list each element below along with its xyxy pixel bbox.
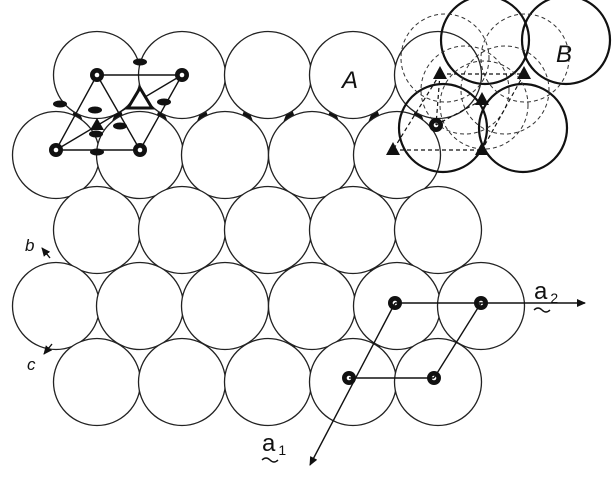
axis-b-label: b [25,236,34,255]
layer-b-cell-line [435,73,441,126]
layer-b-cell-line [435,99,483,126]
threefold-axis-triangle [517,66,531,79]
axis-c-label: c [27,355,36,374]
sphere-atom [52,337,142,427]
sphere-atom [393,185,483,275]
sphere-atom [223,185,313,275]
threefold-axis-triangle [90,118,104,130]
vector-a1-arrow [309,302,396,466]
threefold-axis-triangle [386,142,400,155]
sphere-atom [267,261,357,351]
sphere-atom [180,110,270,200]
sixfold-axis-center [94,72,100,78]
sphere-atom [223,30,313,120]
sphere-atom [52,185,142,275]
threefold-axis-triangle [433,66,447,79]
layer-b-sphere [439,0,531,86]
vector-a2-tilde [533,307,551,313]
sphere-atom [180,261,270,351]
lattice-vectors [41,247,586,466]
vector-a1-tilde [261,457,279,463]
symmetry-line [139,74,183,151]
layer-b-cell-line [481,73,525,151]
layer-c-dashed-sphere [439,60,529,150]
layer-c-dashed-sphere [480,13,570,103]
sixfold-axis-center [137,147,143,153]
twofold-axis-ellipse [133,58,147,66]
sphere-atom [223,337,313,427]
layer-b-cell-line [392,73,441,151]
axis-b-arrow [41,247,51,259]
layer-c-dashed-sphere [400,13,490,103]
twofold-axis-ellipse [89,130,103,138]
sphere-atom [95,261,185,351]
twofold-axis-ellipse [88,106,102,114]
layer-b-spheres [397,0,612,174]
sixfold-axis-center [53,147,59,153]
symmetry-line [55,74,183,151]
axis-c-arrow [43,343,53,355]
layer-c-dashed-sphere [460,45,550,135]
layer-a-label: A [340,67,358,94]
sphere-atom [267,110,357,200]
twofold-axis-ellipse [53,100,67,108]
unit-cell-edge [433,302,482,379]
layer-b-sphere [477,82,569,174]
symmetry-line [55,74,98,151]
twofold-axis-ellipse [157,98,171,106]
layer-b-sphere [520,0,612,86]
threefold-axis-triangle [125,85,155,110]
layer-c-dashed-sphere [420,45,510,135]
sphere-atom [137,337,227,427]
symmetry-elements [49,58,531,385]
sixfold-axis-center [179,72,185,78]
threefold-axis-triangle [475,142,489,155]
sphere-atom [11,261,101,351]
twofold-axis-ellipse [113,122,127,130]
layer-a-spheres [11,30,526,427]
sphere-atom [308,185,398,275]
layer-b-label: B [556,41,572,68]
twofold-axis-ellipse [90,148,104,156]
sphere-atom [137,185,227,275]
